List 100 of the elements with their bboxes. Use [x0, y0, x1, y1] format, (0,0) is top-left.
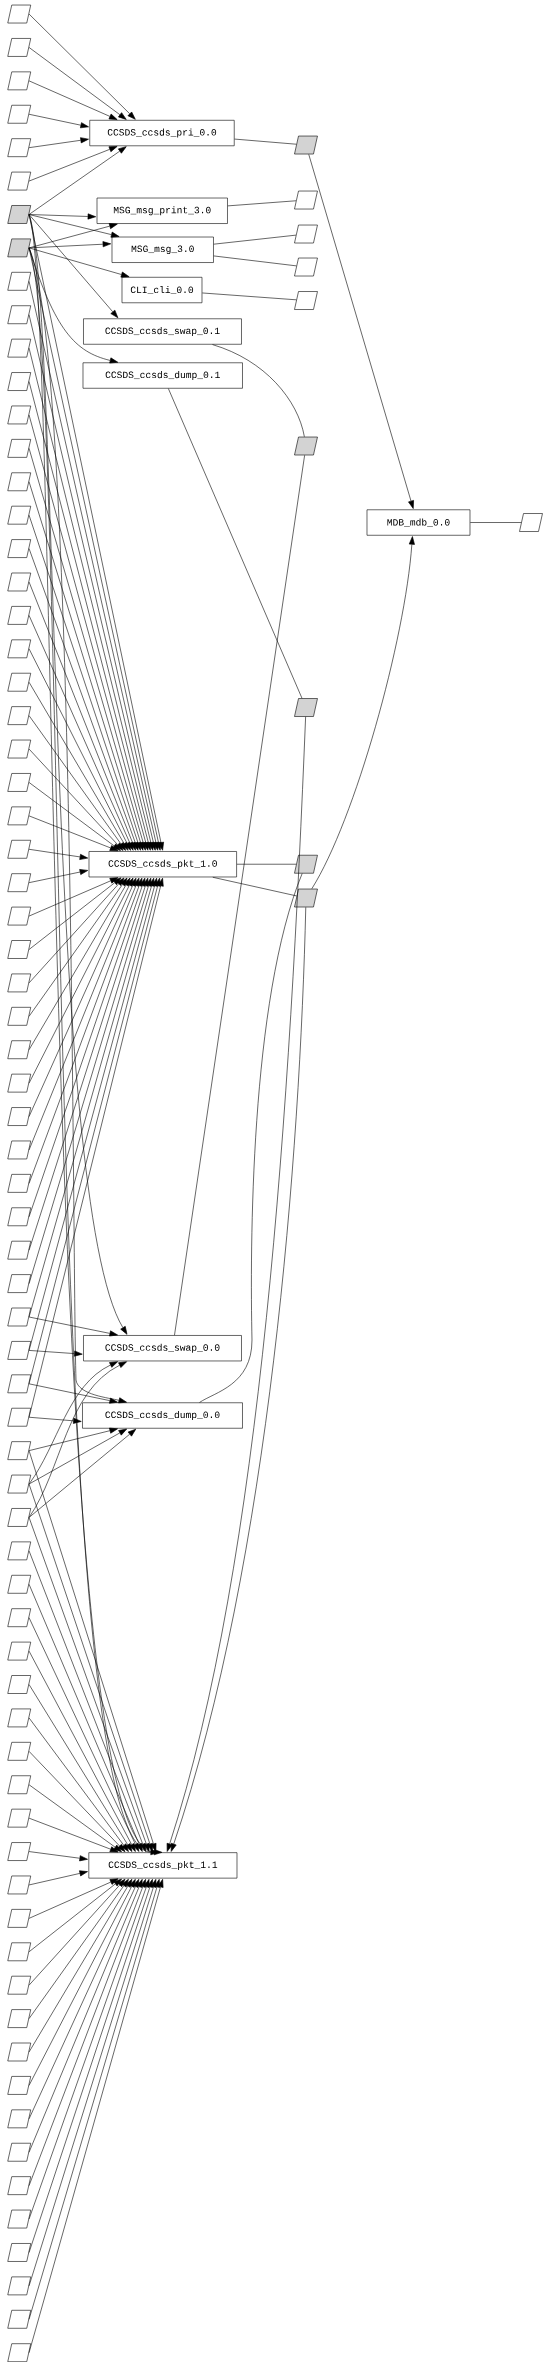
parallelogram-node	[7, 1875, 32, 1895]
arrow	[28, 1684, 133, 1852]
arrow	[28, 877, 122, 950]
parallelogram-node	[7, 1441, 32, 1460]
parallelogram-node	[7, 472, 32, 492]
arrow	[28, 877, 125, 984]
parallelogram-node	[7, 2176, 32, 2195]
parallelogram-node	[7, 1842, 32, 1861]
parallelogram-node	[294, 224, 318, 244]
parallelogram-node	[7, 539, 32, 558]
parallelogram-node	[7, 1140, 32, 1160]
parallelogram-node	[7, 1508, 32, 1527]
arrow	[28, 877, 119, 917]
connector-line	[212, 876, 297, 897]
arrow	[28, 1361, 118, 1485]
arrow	[28, 1428, 127, 1485]
parallelogram-node	[7, 672, 32, 692]
parallelogram-node	[7, 1374, 32, 1394]
parallelogram-node	[7, 1073, 32, 1093]
parallelogram-node	[294, 698, 318, 717]
parallelogram-node	[7, 1474, 32, 1494]
parallelogram-node	[7, 1240, 32, 1260]
arrow	[308, 154, 414, 509]
function-box: CLI_cli_0.0	[121, 276, 203, 304]
parallelogram-node	[7, 38, 32, 57]
parallelogram-node	[7, 2310, 32, 2329]
parallelogram-node	[7, 1942, 32, 1962]
function-box: CCSDS_ccsds_pri_0.0	[89, 120, 235, 147]
arrow	[28, 1784, 122, 1853]
parallelogram-node	[7, 1808, 32, 1828]
connector-line	[234, 138, 297, 145]
parallelogram-node	[7, 272, 32, 291]
connector-line	[213, 234, 297, 245]
arrow	[28, 241, 112, 249]
parallelogram-node	[7, 305, 32, 325]
parallelogram-node	[7, 71, 32, 91]
arrow	[28, 1428, 137, 1518]
parallelogram-node	[519, 513, 543, 532]
connector-line	[174, 455, 305, 1336]
arrow	[28, 13, 136, 120]
arrow	[28, 1878, 133, 2053]
arrow	[28, 1878, 122, 1953]
parallelogram-node	[7, 606, 32, 625]
function-box: CCSDS_ccsds_swap_0.1	[83, 318, 242, 345]
parallelogram-node	[294, 190, 318, 210]
arrow	[28, 748, 124, 851]
parallelogram-node	[7, 1107, 32, 1126]
parallelogram-node	[7, 2209, 32, 2229]
parallelogram-node	[294, 888, 318, 908]
arrow	[28, 113, 89, 129]
parallelogram-node	[7, 138, 32, 157]
function-box: CCSDS_ccsds_swap_0.0	[83, 1335, 242, 1362]
parallelogram-node	[7, 1909, 32, 1928]
function-box: CCSDS_ccsds_dump_0.1	[82, 362, 243, 389]
parallelogram-node	[7, 940, 32, 959]
parallelogram-node	[294, 257, 318, 277]
parallelogram-node	[294, 436, 318, 456]
arrow	[28, 1416, 82, 1424]
parallelogram-node	[7, 1007, 32, 1026]
arrow	[28, 877, 134, 1084]
connector-line	[227, 200, 297, 207]
arrow	[28, 80, 118, 120]
function-box: CCSDS_ccsds_dump_0.0	[82, 1402, 243, 1429]
arrow	[28, 214, 119, 319]
arrow	[170, 907, 307, 1852]
parallelogram-node	[7, 2109, 32, 2129]
parallelogram-node	[7, 2276, 32, 2296]
parallelogram-node	[7, 739, 32, 759]
arrow	[28, 648, 131, 851]
parallelogram-node	[294, 291, 318, 310]
parallelogram-node	[7, 1708, 32, 1728]
parallelogram-node	[7, 1975, 32, 1995]
parallelogram-node	[7, 1274, 32, 1293]
parallelogram-node	[7, 238, 32, 258]
parallelogram-node	[7, 1307, 32, 1327]
parallelogram-node	[7, 639, 32, 659]
arrow	[28, 1650, 136, 1852]
arrow	[28, 715, 126, 851]
parallelogram-node	[7, 773, 32, 792]
parallelogram-node	[7, 839, 32, 859]
connector-line	[470, 522, 522, 523]
arrow	[28, 146, 118, 182]
parallelogram-node	[7, 1040, 32, 1060]
parallelogram-node	[7, 4, 32, 24]
arrow	[166, 716, 306, 1852]
arrow	[28, 1851, 88, 1862]
arrow	[28, 1383, 118, 1404]
arrow	[28, 848, 89, 860]
arrow	[28, 1878, 129, 2019]
arrow	[28, 1878, 126, 1986]
parallelogram-node	[7, 1207, 32, 1227]
parallelogram-node	[7, 2343, 32, 2362]
arrow	[28, 815, 119, 852]
parallelogram-node	[294, 854, 318, 874]
arrow	[28, 1870, 88, 1886]
parallelogram-node	[7, 572, 32, 592]
arrow	[28, 1717, 129, 1852]
connector-line	[236, 863, 297, 865]
parallelogram-node	[7, 1407, 32, 1427]
function-box: MDB_mdb_0.0	[366, 509, 471, 536]
